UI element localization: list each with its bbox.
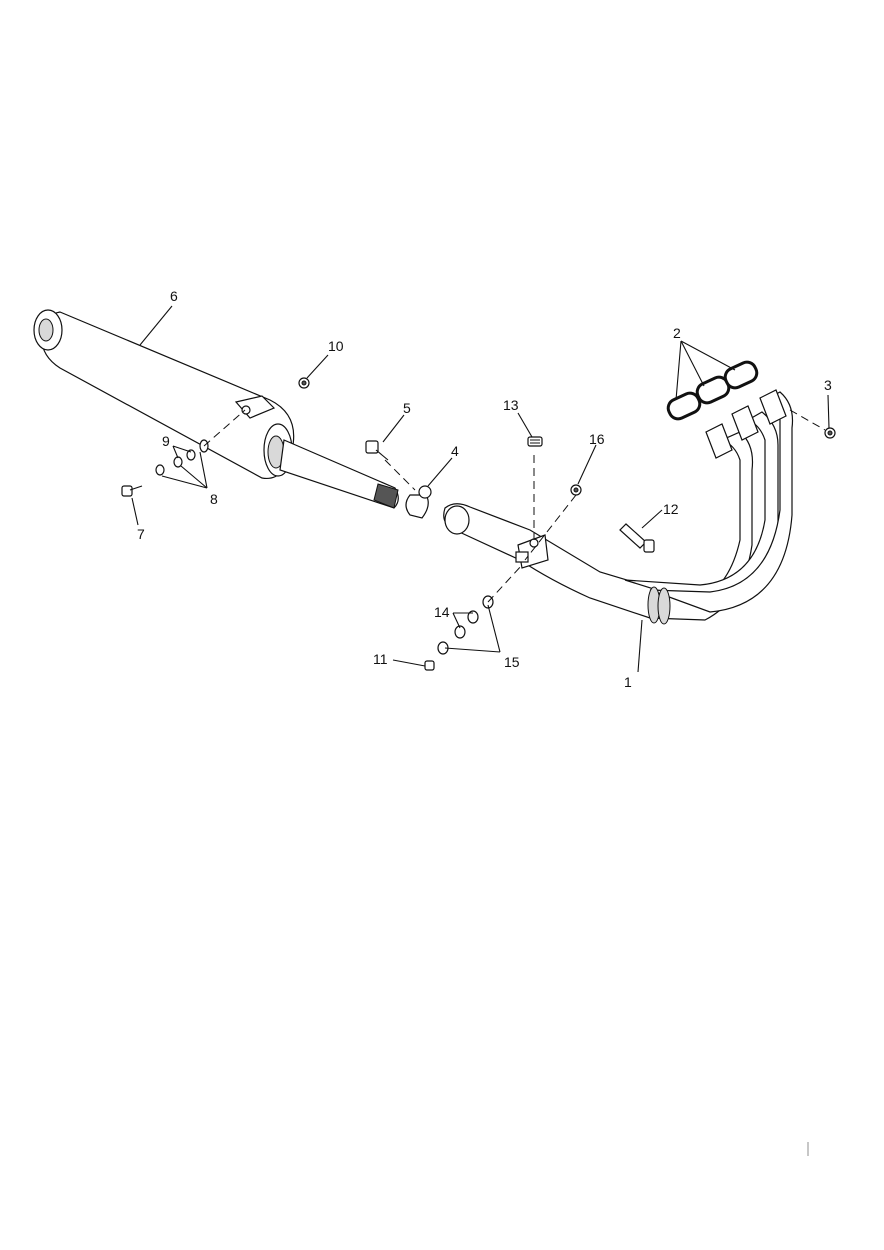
- callout-8: 8: [210, 491, 218, 507]
- callout-1: 1: [624, 674, 632, 690]
- silencer: [33, 309, 399, 509]
- bolt-part-5: [365, 440, 389, 461]
- callout-9: 9: [162, 433, 170, 449]
- callout-16: 16: [589, 431, 605, 447]
- leader-lines: [131, 305, 830, 673]
- header-pipe: [443, 389, 794, 625]
- bolt-part-11: [424, 660, 435, 671]
- nut-part-16: [570, 484, 582, 496]
- bolt-part-7: [121, 485, 143, 497]
- sensor-part-12: [619, 523, 655, 553]
- bushings-part-8-9: [155, 439, 209, 476]
- callout-3: 3: [824, 377, 832, 393]
- nut-part-10: [298, 377, 310, 389]
- nut-part-3: [824, 427, 836, 439]
- callout-labels: 1 2 3 4 5 6 7 8 9 10 11 12 13 14 15 16: [137, 288, 832, 690]
- spring-nut-part-13: [527, 436, 543, 447]
- callout-11: 11: [373, 651, 388, 667]
- callout-6: 6: [170, 288, 178, 304]
- callout-15: 15: [504, 654, 520, 670]
- clamp-part-4: [405, 485, 432, 519]
- alignment-lines: [203, 409, 826, 603]
- callout-12: 12: [663, 501, 679, 517]
- callout-2: 2: [673, 325, 681, 341]
- callout-13: 13: [503, 397, 519, 413]
- callout-10: 10: [328, 338, 344, 354]
- callout-5: 5: [403, 400, 411, 416]
- callout-7: 7: [137, 526, 145, 542]
- callout-4: 4: [451, 443, 459, 459]
- bushings-part-14-15: [437, 595, 494, 655]
- callout-14: 14: [434, 604, 450, 620]
